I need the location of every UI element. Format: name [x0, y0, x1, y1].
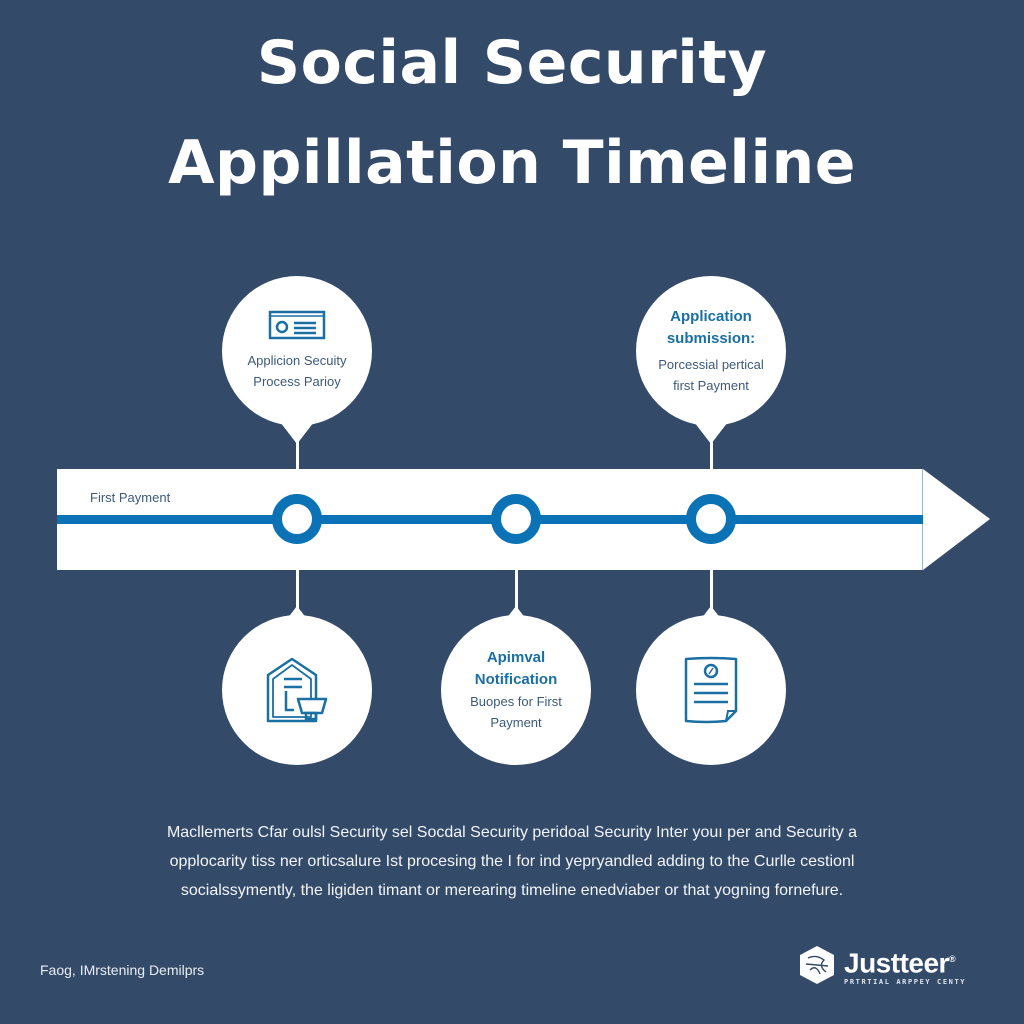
page-title-line-1: Social Security — [256, 28, 768, 98]
bubble-text: Payment — [490, 715, 542, 730]
bubble-title: Apimval — [486, 649, 546, 666]
bubble-title: Application — [670, 308, 752, 325]
stem-top-1 — [296, 420, 299, 469]
brand-logo[interactable]: Justteer® PRTRTIAL ARPPEY CENTY — [796, 944, 966, 986]
paragraph-line: opplocarity tiss ner orticsalure Ist pro… — [169, 853, 855, 870]
certificate-document-icon — [684, 656, 738, 724]
document-cart-icon — [266, 657, 328, 723]
bubble-text: first Payment — [673, 378, 749, 393]
bottom-bubble-2: Apimval Notification Buopes for First Pa… — [441, 615, 591, 765]
top-bubble-1: Applicion Secuity Process Parioy — [222, 276, 372, 426]
paragraph-line: socialssymently, the ligiden timant or m… — [180, 882, 844, 899]
timeline-line — [57, 515, 923, 524]
bubble-text: Porcessial pertical — [658, 357, 764, 372]
stem-bottom-1 — [296, 570, 299, 618]
top-bubble-2: Application submission: Porcessial perti… — [636, 276, 786, 426]
page-title-line-2: Appillation Timeline — [168, 128, 856, 198]
hexagon-logo-icon — [800, 946, 834, 985]
logo-name: Justteer® — [844, 947, 956, 979]
bubble-title: Notification — [474, 671, 558, 688]
bottom-bubble-3 — [636, 615, 786, 765]
paragraph-line: Macllemerts Cfar oulsl Security sel Socd… — [166, 824, 858, 841]
bubble-text: Buopes for First — [470, 694, 562, 709]
stem-bottom-3 — [710, 570, 713, 618]
stem-bottom-2 — [515, 570, 518, 618]
description-paragraph: Macllemerts Cfar oulsl Security sel Socd… — [60, 818, 964, 905]
footer-text: Faog, IMrstening Demilprs — [40, 962, 205, 978]
bottom-bubble-1 — [222, 615, 372, 765]
bubble-text: Process Parioy — [253, 374, 341, 389]
stem-top-2 — [710, 420, 713, 469]
bubble-text: Applicion Secuity — [247, 353, 347, 368]
banner-label: First Payment — [90, 490, 171, 505]
id-card-icon — [268, 310, 326, 340]
bubble-title: submission: — [666, 330, 756, 347]
timeline-arrow-head — [923, 469, 990, 570]
timeline-node-2[interactable] — [491, 494, 541, 544]
timeline-node-1[interactable] — [272, 494, 322, 544]
timeline-node-3[interactable] — [686, 494, 736, 544]
logo-tagline: PRTRTIAL ARPPEY CENTY — [844, 978, 967, 987]
